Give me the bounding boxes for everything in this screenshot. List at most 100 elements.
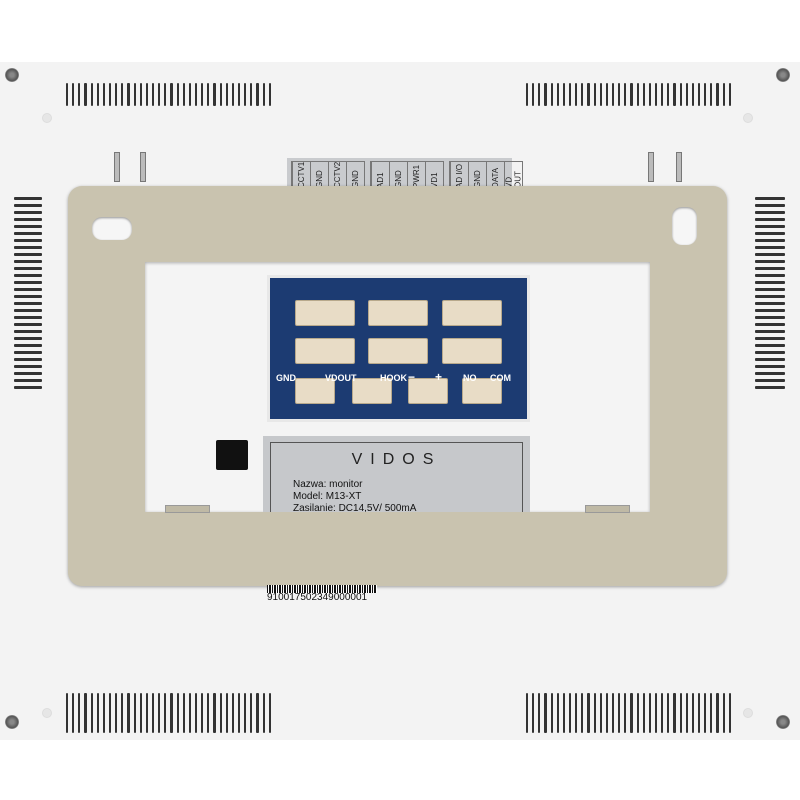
vent-slot bbox=[661, 693, 664, 733]
vent-slot bbox=[697, 693, 701, 733]
label-power: Zasilanie: DC14,5V/ 500mA bbox=[293, 503, 417, 514]
vent-slot bbox=[14, 218, 42, 221]
vent-slot bbox=[158, 83, 161, 106]
vent-slot bbox=[201, 83, 204, 106]
vent-slot bbox=[630, 83, 633, 106]
vent-slot bbox=[14, 197, 42, 200]
bracket-tab bbox=[165, 505, 210, 513]
vent-slot bbox=[624, 83, 627, 106]
vent-slot bbox=[262, 693, 265, 733]
vent-slot bbox=[14, 239, 42, 242]
vent-slot bbox=[755, 309, 785, 312]
wire-connector[interactable] bbox=[295, 300, 355, 326]
wire-connector[interactable] bbox=[462, 378, 502, 404]
pcb-label: VDOUT bbox=[325, 373, 357, 383]
vent-slot bbox=[14, 344, 42, 347]
vent-slot bbox=[14, 288, 42, 291]
vent-slot bbox=[14, 281, 42, 284]
vent-slot bbox=[630, 693, 633, 733]
vent-slot bbox=[14, 295, 42, 298]
vent-slot bbox=[716, 83, 719, 106]
vent-slot bbox=[268, 83, 271, 106]
sensor-window bbox=[216, 440, 248, 470]
vent-slot bbox=[728, 693, 731, 733]
wire-connector[interactable] bbox=[442, 338, 502, 364]
vent-slot bbox=[710, 693, 713, 733]
vent-slot bbox=[755, 295, 785, 298]
vent-slot bbox=[568, 693, 572, 733]
wire-connector[interactable] bbox=[295, 338, 355, 364]
vent-slot bbox=[704, 83, 707, 106]
vent-slot bbox=[691, 83, 694, 106]
vent-slot bbox=[562, 83, 565, 106]
pcb-label: COM bbox=[490, 373, 511, 383]
vent-top-left bbox=[66, 83, 271, 106]
vent-slot bbox=[679, 693, 682, 733]
vent-slot bbox=[115, 693, 118, 733]
wire-connector[interactable] bbox=[442, 300, 502, 326]
vent-slot bbox=[636, 83, 639, 106]
vent-slot bbox=[544, 83, 547, 106]
vent-slot bbox=[710, 83, 713, 106]
vent-slot bbox=[133, 83, 136, 106]
vent-slot bbox=[90, 83, 93, 106]
vent-slot bbox=[102, 693, 105, 733]
vent-slot bbox=[14, 232, 42, 235]
vent-slot bbox=[225, 693, 228, 733]
vent-slot bbox=[755, 211, 785, 214]
vent-slot bbox=[704, 693, 707, 733]
vent-slot bbox=[213, 693, 216, 733]
vent-slot bbox=[14, 330, 42, 333]
vent-slot bbox=[755, 288, 785, 291]
vent-slot bbox=[755, 316, 785, 319]
vent-slot bbox=[121, 693, 124, 733]
vent-slot bbox=[755, 239, 785, 242]
vent-slot bbox=[679, 83, 682, 106]
vent-slot bbox=[538, 693, 541, 733]
bracket-tab bbox=[585, 505, 630, 513]
label-name: Nazwa: monitor bbox=[293, 479, 363, 490]
vent-slot bbox=[14, 225, 42, 228]
vent-slot bbox=[14, 260, 42, 263]
wire-connector[interactable] bbox=[295, 378, 335, 404]
vent-slot bbox=[755, 246, 785, 249]
vent-slot bbox=[755, 204, 785, 207]
wire-connector[interactable] bbox=[368, 338, 428, 364]
vent-slot bbox=[605, 693, 608, 733]
vent-slot bbox=[84, 693, 87, 733]
vent-slot bbox=[170, 83, 173, 106]
vent-slot bbox=[685, 83, 688, 106]
vent-slot bbox=[716, 693, 719, 733]
vent-slot bbox=[14, 351, 42, 354]
vent-slot bbox=[201, 693, 204, 733]
vent-slot bbox=[755, 379, 785, 382]
wire-connector[interactable] bbox=[352, 378, 392, 404]
vent-slot bbox=[755, 281, 785, 284]
vent-slot bbox=[14, 246, 42, 249]
screw-icon bbox=[5, 715, 19, 729]
vent-slot bbox=[182, 83, 185, 106]
wire-connector[interactable] bbox=[368, 300, 428, 326]
vent-slot bbox=[219, 693, 222, 733]
vent-slot bbox=[14, 379, 42, 382]
vent-slot bbox=[556, 693, 559, 733]
vent-slot bbox=[755, 358, 785, 361]
vent-slot bbox=[219, 83, 222, 106]
wire-connector[interactable] bbox=[408, 378, 448, 404]
label-model: Model: M13-XT bbox=[293, 491, 362, 502]
vent-slot bbox=[250, 83, 253, 106]
screw-icon bbox=[776, 68, 790, 82]
vent-slot bbox=[755, 386, 785, 389]
vent-slot bbox=[256, 83, 259, 106]
vent-slot bbox=[648, 693, 651, 733]
vent-slot bbox=[188, 693, 191, 733]
brand-logo: VIDOS bbox=[351, 451, 442, 468]
vent-slot bbox=[72, 693, 75, 733]
vent-slot bbox=[532, 83, 535, 106]
vent-slot bbox=[667, 83, 670, 106]
vent-slot bbox=[262, 83, 265, 106]
vent-slot bbox=[14, 204, 42, 207]
vent-slot bbox=[139, 83, 142, 106]
vent-slot bbox=[170, 693, 173, 733]
